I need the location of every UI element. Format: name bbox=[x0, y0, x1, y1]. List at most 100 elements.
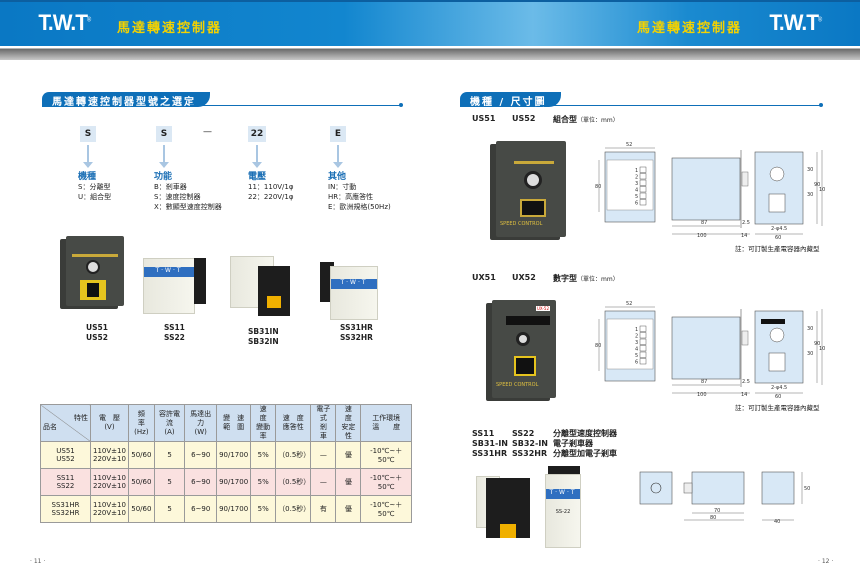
group-item: HR：高應答性 bbox=[328, 193, 374, 201]
page-number-left: · 11 · bbox=[30, 558, 46, 565]
side-view bbox=[671, 316, 741, 380]
knob-outline bbox=[650, 482, 662, 494]
terminal-number: 6 bbox=[635, 201, 638, 207]
arrow-down-icon bbox=[159, 145, 169, 168]
table-cell: 優 bbox=[335, 495, 362, 523]
table-cell: 5% bbox=[250, 495, 277, 523]
group-item: S：分離型 bbox=[78, 183, 111, 191]
group-item: IN：寸動 bbox=[328, 183, 357, 191]
code-dash: — bbox=[203, 127, 212, 137]
column-header: 容許電流(A) bbox=[153, 404, 186, 442]
table-cell: 5 bbox=[153, 441, 186, 469]
device-image-us: SPEED CONTROL bbox=[496, 141, 566, 237]
group-item: X：數顯型速度控制器 bbox=[154, 203, 222, 211]
group-item: 11：110V/1φ bbox=[248, 183, 294, 191]
ux-type: 數字型（單位：mm） bbox=[553, 274, 619, 283]
table-cell: 6~90 bbox=[184, 441, 218, 469]
dim-width: 52 bbox=[626, 301, 632, 307]
group-other: 其他 IN：寸動 HR：高應答性 E：歐洲規格(50Hz) bbox=[328, 169, 391, 212]
ss-socket-top bbox=[548, 466, 580, 476]
column-header: 電 壓(V) bbox=[90, 404, 129, 442]
group-title: 電壓 bbox=[248, 172, 267, 182]
back-view bbox=[754, 151, 804, 225]
product-image-us51 bbox=[66, 236, 124, 306]
column-header: 馬達出力(W) bbox=[184, 404, 218, 442]
banner-line bbox=[540, 105, 820, 106]
page-header bbox=[0, 0, 860, 46]
dim-40: 40 bbox=[774, 519, 780, 525]
table-cell: 5% bbox=[250, 441, 277, 469]
column-header: 電子式剎 車 bbox=[310, 404, 337, 442]
socket bbox=[194, 258, 206, 304]
dim-2-5: 2.5 bbox=[742, 220, 750, 226]
header-title-right: 馬達轉速控制器 bbox=[637, 21, 743, 36]
table-cell: （0.5秒） bbox=[275, 495, 312, 523]
table-cell: 6~90 bbox=[184, 468, 218, 496]
dim-100: 100 bbox=[819, 346, 825, 352]
ss-side-view bbox=[691, 471, 745, 505]
section-banner-dimensions: 機種 / 尺寸圖 bbox=[460, 92, 561, 108]
socket bbox=[258, 266, 290, 316]
dim-100: 100 bbox=[697, 392, 707, 398]
banner-dot bbox=[399, 103, 403, 107]
product-image-ss31hr: T·W·T bbox=[330, 266, 378, 320]
column-header: 工作環境溫 度 bbox=[360, 404, 412, 442]
dimension-drawing-ss: 70 80 40 50 bbox=[639, 471, 810, 525]
table-cell: 90/1700 bbox=[216, 468, 252, 496]
column-header: 速 度變動率 bbox=[250, 404, 277, 442]
section-banner-model-selection: 馬達轉速控制器型號之選定 bbox=[42, 92, 210, 108]
table-cell: — bbox=[310, 441, 337, 469]
dim-height: 80 bbox=[595, 343, 601, 349]
terminal-number: 5 bbox=[635, 194, 638, 200]
group-title: 機種 bbox=[78, 172, 97, 182]
table-cell: 6~90 bbox=[184, 495, 218, 523]
banner-line bbox=[190, 105, 400, 106]
terminal-number: 4 bbox=[635, 347, 638, 353]
group-item: U：組合型 bbox=[78, 193, 112, 201]
group-title: 其他 bbox=[328, 172, 347, 182]
arrow-down-icon bbox=[83, 145, 93, 168]
dim-30: 30 bbox=[807, 351, 813, 357]
dim-width: 52 bbox=[626, 142, 632, 148]
terminal-number: 2 bbox=[635, 175, 638, 181]
terminal-number: 5 bbox=[635, 353, 638, 359]
ss-back-view bbox=[761, 471, 795, 505]
dim-87: 87 bbox=[701, 379, 707, 385]
ss-product-front: T·W·T SS-22 bbox=[545, 474, 581, 548]
spec-table: 特性品名 電 壓(V)頻 率(Hz)容許電流(A)馬達出力(W)變 速範 圍速 … bbox=[40, 404, 412, 523]
column-header: 速 度應答性 bbox=[275, 404, 312, 442]
note-us: 註：可訂製生產電容器內藏型 bbox=[735, 245, 820, 253]
twt-logo-right: T.W.T® bbox=[769, 10, 822, 35]
table-cell: -10℃~＋50℃ bbox=[360, 441, 412, 469]
ss-product-socket bbox=[486, 478, 530, 538]
table-cell: 優 bbox=[335, 468, 362, 496]
device-image-ux: UX-52 SPEED CONTROL bbox=[492, 300, 556, 398]
table-cell: 90/1700 bbox=[216, 495, 252, 523]
group-type: 機種 S：分離型 U：組合型 bbox=[78, 169, 111, 202]
group-item: S：速度控制器 bbox=[154, 193, 201, 201]
header-shadow bbox=[0, 46, 860, 60]
table-cell: — bbox=[310, 468, 337, 496]
group-item: B：剎車器 bbox=[154, 183, 187, 191]
group-function: 功能 B：剎車器 S：速度控制器 X：數顯型速度控制器 bbox=[154, 169, 222, 212]
column-header: 頻 率(Hz) bbox=[127, 404, 155, 442]
table-cell: 5 bbox=[153, 468, 186, 496]
column-header: 變 速範 圍 bbox=[216, 404, 252, 442]
dim-50: 50 bbox=[804, 486, 810, 492]
group-title: 功能 bbox=[154, 172, 173, 182]
us-model-1: US51 bbox=[472, 114, 496, 123]
